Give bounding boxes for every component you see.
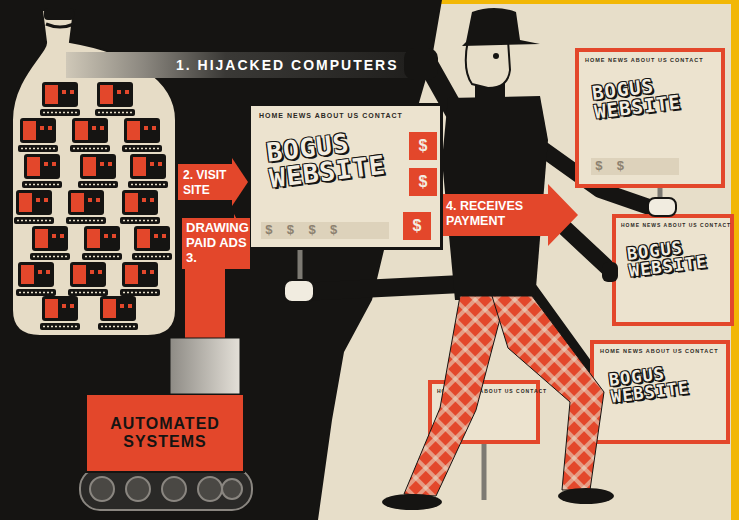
nav-menu: HOME NEWS ABOUT US CONTACT	[600, 348, 725, 355]
man-arm	[530, 290, 595, 380]
site-title: BOGUS WEBSITE	[265, 123, 410, 192]
price-tag: $	[409, 132, 437, 160]
wheel	[198, 477, 222, 501]
man-hat	[462, 8, 540, 46]
machine-box: AUTOMATED SYSTEMS	[85, 393, 245, 473]
website-screen: HOME NEWS ABOUT US CONTACT BOGUS WEBSITE $…	[575, 48, 725, 188]
website-screen: HOME NEWS ABOUT US CONTACT BOGUS WEBSITE	[612, 214, 734, 326]
box-label: AUTOMATED SYSTEMS	[87, 395, 243, 471]
nav-menu: HOME NEWS ABOUT US CONTACT	[621, 222, 731, 228]
website-screen: HOME NEWS ABOUT US CONTACTBOGUS WEBSITE$…	[248, 103, 443, 250]
black-ground	[0, 0, 442, 520]
site-title: BOGUS WEBSITE	[626, 234, 729, 280]
price-tag: $	[403, 212, 431, 240]
nav-menu: HOME NEWS ABOUT US CONTACT	[585, 57, 720, 64]
flow-arrow	[178, 158, 248, 206]
man-face	[466, 40, 510, 88]
tread	[80, 468, 252, 510]
price-row: $ $	[591, 158, 679, 175]
website-screen: HOME NEWS ABOUT US CONTACT BOGUS WEBSITE	[590, 340, 730, 444]
payment-arrow	[438, 184, 578, 246]
wheel	[222, 479, 242, 499]
man-eye	[493, 53, 499, 59]
sign-pole	[482, 440, 487, 500]
sign-pole	[658, 185, 663, 205]
site-title: BOGUS WEBSITE	[591, 71, 705, 122]
arrow-head	[232, 158, 248, 206]
arrow-label: 2. VISIT SITE	[183, 168, 233, 198]
arrow-body	[178, 164, 232, 200]
nav-menu: HOME NEWS ABOUT US CONTACT	[437, 388, 537, 394]
website-screen: HOME NEWS ABOUT US CONTACT	[428, 380, 540, 444]
man-shoe	[382, 494, 442, 510]
man-shoe	[558, 488, 614, 504]
nav-menu: HOME NEWS ABOUT US CONTACT	[259, 112, 434, 120]
price-tag: $	[409, 168, 437, 196]
site-title: BOGUS WEBSITE	[608, 359, 716, 406]
band-label: 1. HIJACKED COMPUTERS	[66, 52, 421, 78]
computer-bag: 1. HIJACKED COMPUTERS	[8, 8, 178, 338]
wheel	[126, 477, 150, 501]
machine-lift	[170, 338, 240, 394]
man-arm	[300, 284, 462, 292]
arrow-label: 4. RECEIVES PAYMENT	[446, 199, 550, 229]
arrow-label: DRAWING PAID ADS 3.	[182, 218, 250, 269]
man-hand	[284, 280, 314, 302]
price-row: $ $ $ $	[261, 222, 389, 239]
wheel	[90, 477, 114, 501]
wheel	[162, 477, 186, 501]
